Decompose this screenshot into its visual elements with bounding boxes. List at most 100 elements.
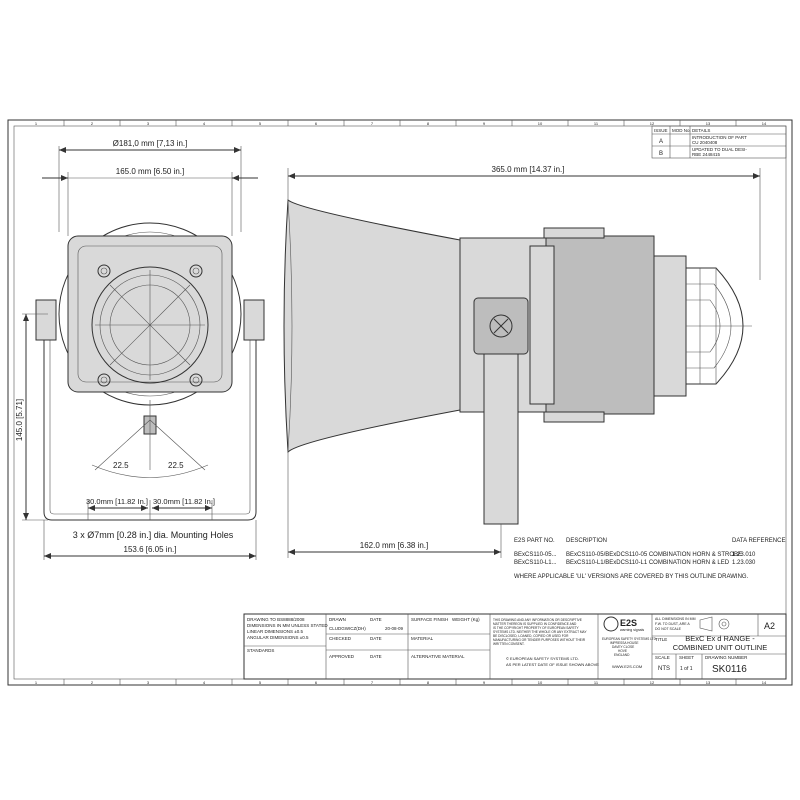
e2s-logo — [603, 616, 619, 632]
rev-header-issue: ISSUE — [654, 128, 668, 133]
dim-flange-diameter: Ø181,0 mm [7,13 in.] — [113, 139, 188, 148]
note-line-4: ANGULAR DIMENSIONS ±0.5 — [247, 635, 309, 640]
parts-row-1-ref: 1.23.010 — [732, 552, 756, 558]
material-label: MATERIAL — [411, 636, 434, 641]
grid-number: 11 — [594, 680, 599, 685]
strobe-housing — [545, 235, 655, 415]
dim-bracket-offset: 162.0 mm [6.38 in.] — [360, 541, 428, 550]
parts-header-ref: DATA REFERENCE — [732, 538, 785, 544]
drawn-label: DRAWN — [329, 617, 346, 622]
projection-icon — [699, 616, 730, 632]
checked-label: CHECKED — [329, 636, 352, 641]
grid-number: 7 — [371, 121, 374, 126]
grid-number: 10 — [538, 121, 543, 126]
grid-number: 2 — [91, 121, 94, 126]
brand-tag: warning signals — [620, 628, 644, 632]
strobe-housing-band — [529, 245, 555, 405]
grid-number: 10 — [538, 680, 543, 685]
company-line-2: AS PER LATEST DATE OF ISSUE SHOWN ABOVE — [506, 662, 599, 667]
paper-size: A2 — [764, 621, 775, 631]
address-line-5: ENGLAND — [614, 653, 630, 657]
horn-trumpet — [283, 198, 461, 454]
rev-row-a-details-1: INTRODUCTION OF PART — [692, 135, 747, 140]
drawing-number-label: DRAWING NUMBER — [705, 655, 748, 660]
scale-label: SCALE — [655, 655, 670, 660]
rev-row-a-details-2: CU 2040408 — [692, 140, 718, 145]
sheet-label: SHEET — [679, 655, 694, 660]
grid-number: 12 — [650, 121, 655, 126]
strobe-neck — [653, 255, 687, 397]
grid-number: 8 — [427, 121, 430, 126]
note-line-1: DRAWING TO BS8888/2008 — [247, 617, 305, 622]
copyright-line-2: MATTER THEREON IS SUPPLIED IN CONFIDENCE… — [493, 622, 577, 626]
angle-left-label: 22.5 — [113, 461, 129, 470]
grid-number: 13 — [706, 680, 711, 685]
lens-guard-bars-side — [686, 268, 752, 384]
side-bracket-arm — [483, 353, 519, 525]
grid-number: 4 — [203, 121, 206, 126]
grid-number: 7 — [371, 680, 374, 685]
grid-number: 11 — [594, 121, 599, 126]
lens-guard-bars — [95, 270, 205, 380]
tolerance-line-1: ALL DIMENSIONS IN MM — [655, 617, 696, 621]
grid-number: 6 — [315, 680, 318, 685]
drawing-number: SK0116 — [712, 664, 747, 675]
dim-bracket-width: 153.6 [6.05 in.] — [124, 545, 177, 554]
brand-name: E2S — [620, 618, 637, 628]
approved-label: APPROVED — [329, 654, 355, 659]
copyright-line-3: IS THE COPYRIGHT PROPERTY OF EUROPEAN SA… — [493, 626, 580, 630]
grid-number: 1 — [35, 680, 38, 685]
side-bracket-bolt — [489, 314, 513, 338]
copyright-line-4: SYSTEMS LTD. NEITHER THE WHOLE OR ANY EX… — [493, 630, 587, 634]
grid-number: 6 — [315, 121, 318, 126]
enclosure-screws — [97, 264, 203, 387]
parts-row-2-part: BExCS110-L1... — [514, 560, 557, 566]
copyright-line-7: WRITTEN CONSENT. — [493, 642, 525, 646]
drawn-date-label: DATE — [370, 617, 382, 622]
grid-number: 5 — [259, 680, 262, 685]
alt-material-label: ALTERNATIVE MATERIAL — [411, 654, 465, 659]
parts-row-2-ref: 1.23.030 — [732, 560, 756, 566]
weight-label: WEIGHT (Kg) — [452, 617, 480, 622]
mounting-holes-note: 3 x Ø7mm [0.28 in.] dia. Mounting Holes — [73, 530, 234, 540]
scale-value: NTS — [658, 666, 670, 672]
front-view: 22.5 22.5 Ø181,0 mm [7,13 in.] 165.0 mm … — [15, 139, 265, 560]
title-block: DRAWING TO BS8888/2008 DIMENSIONS IN MM … — [243, 613, 787, 680]
checked-date-label: DATE — [370, 636, 382, 641]
title-label: TITLE — [655, 637, 667, 642]
note-line-3: LINEAR DIMENSIONS ±0.5 — [247, 629, 303, 634]
grid-number: 2 — [91, 680, 94, 685]
grid-number: 12 — [650, 680, 655, 685]
website: WWW.E2S.COM — [612, 664, 642, 669]
drawn-date: 20-08-09 — [385, 626, 404, 631]
parts-note: WHERE APPLICABLE 'UL' VERSIONS ARE COVER… — [514, 574, 749, 580]
strobe-top-lug — [543, 227, 605, 239]
grid-number: 3 — [147, 121, 150, 126]
grid-number: 3 — [147, 680, 150, 685]
address-line-2: IMPRESSA HOUSE — [610, 641, 639, 645]
grid-number: 9 — [483, 680, 486, 685]
copyright-line-5: BE DISCLOSED, LOANED, COPIED OR USED FOR — [493, 634, 569, 638]
rev-row-a-issue: A — [659, 139, 663, 145]
standards-label: STANDARDS — [247, 648, 274, 653]
grid-number: 5 — [259, 121, 262, 126]
dim-hole-spacing-left: 30.0mm [11.82 In.] — [86, 497, 148, 506]
rev-row-b-issue: B — [659, 151, 663, 157]
grid-number: 8 — [427, 680, 430, 685]
surface-finish-label: SURFACE FINISH — [411, 617, 448, 622]
bracket-pivot-left — [35, 299, 57, 341]
tolerance-line-3: DO NOT SCALE — [655, 627, 682, 631]
horn-mouth — [287, 199, 293, 453]
drawn-by: CLUDGWICZ(DH) — [329, 626, 366, 631]
parts-row-1-part: BExCS110-05... — [514, 552, 557, 558]
rev-row-b-details-1: UPDATED TO DUAL DESI- — [692, 147, 747, 152]
grid-number: 9 — [483, 121, 486, 126]
revision-table: ISSUE MOD No. DETAILS A INTRODUCTION OF … — [651, 125, 787, 159]
parts-header-desc: DESCRIPTION — [566, 538, 607, 544]
enclosure-face — [77, 245, 223, 383]
grid-number: 14 — [762, 121, 767, 126]
approved-date-label: DATE — [370, 654, 382, 659]
parts-row-2-desc: BExCS110-L1/BExDCS110-L1 COMBINATION HOR… — [566, 560, 730, 566]
